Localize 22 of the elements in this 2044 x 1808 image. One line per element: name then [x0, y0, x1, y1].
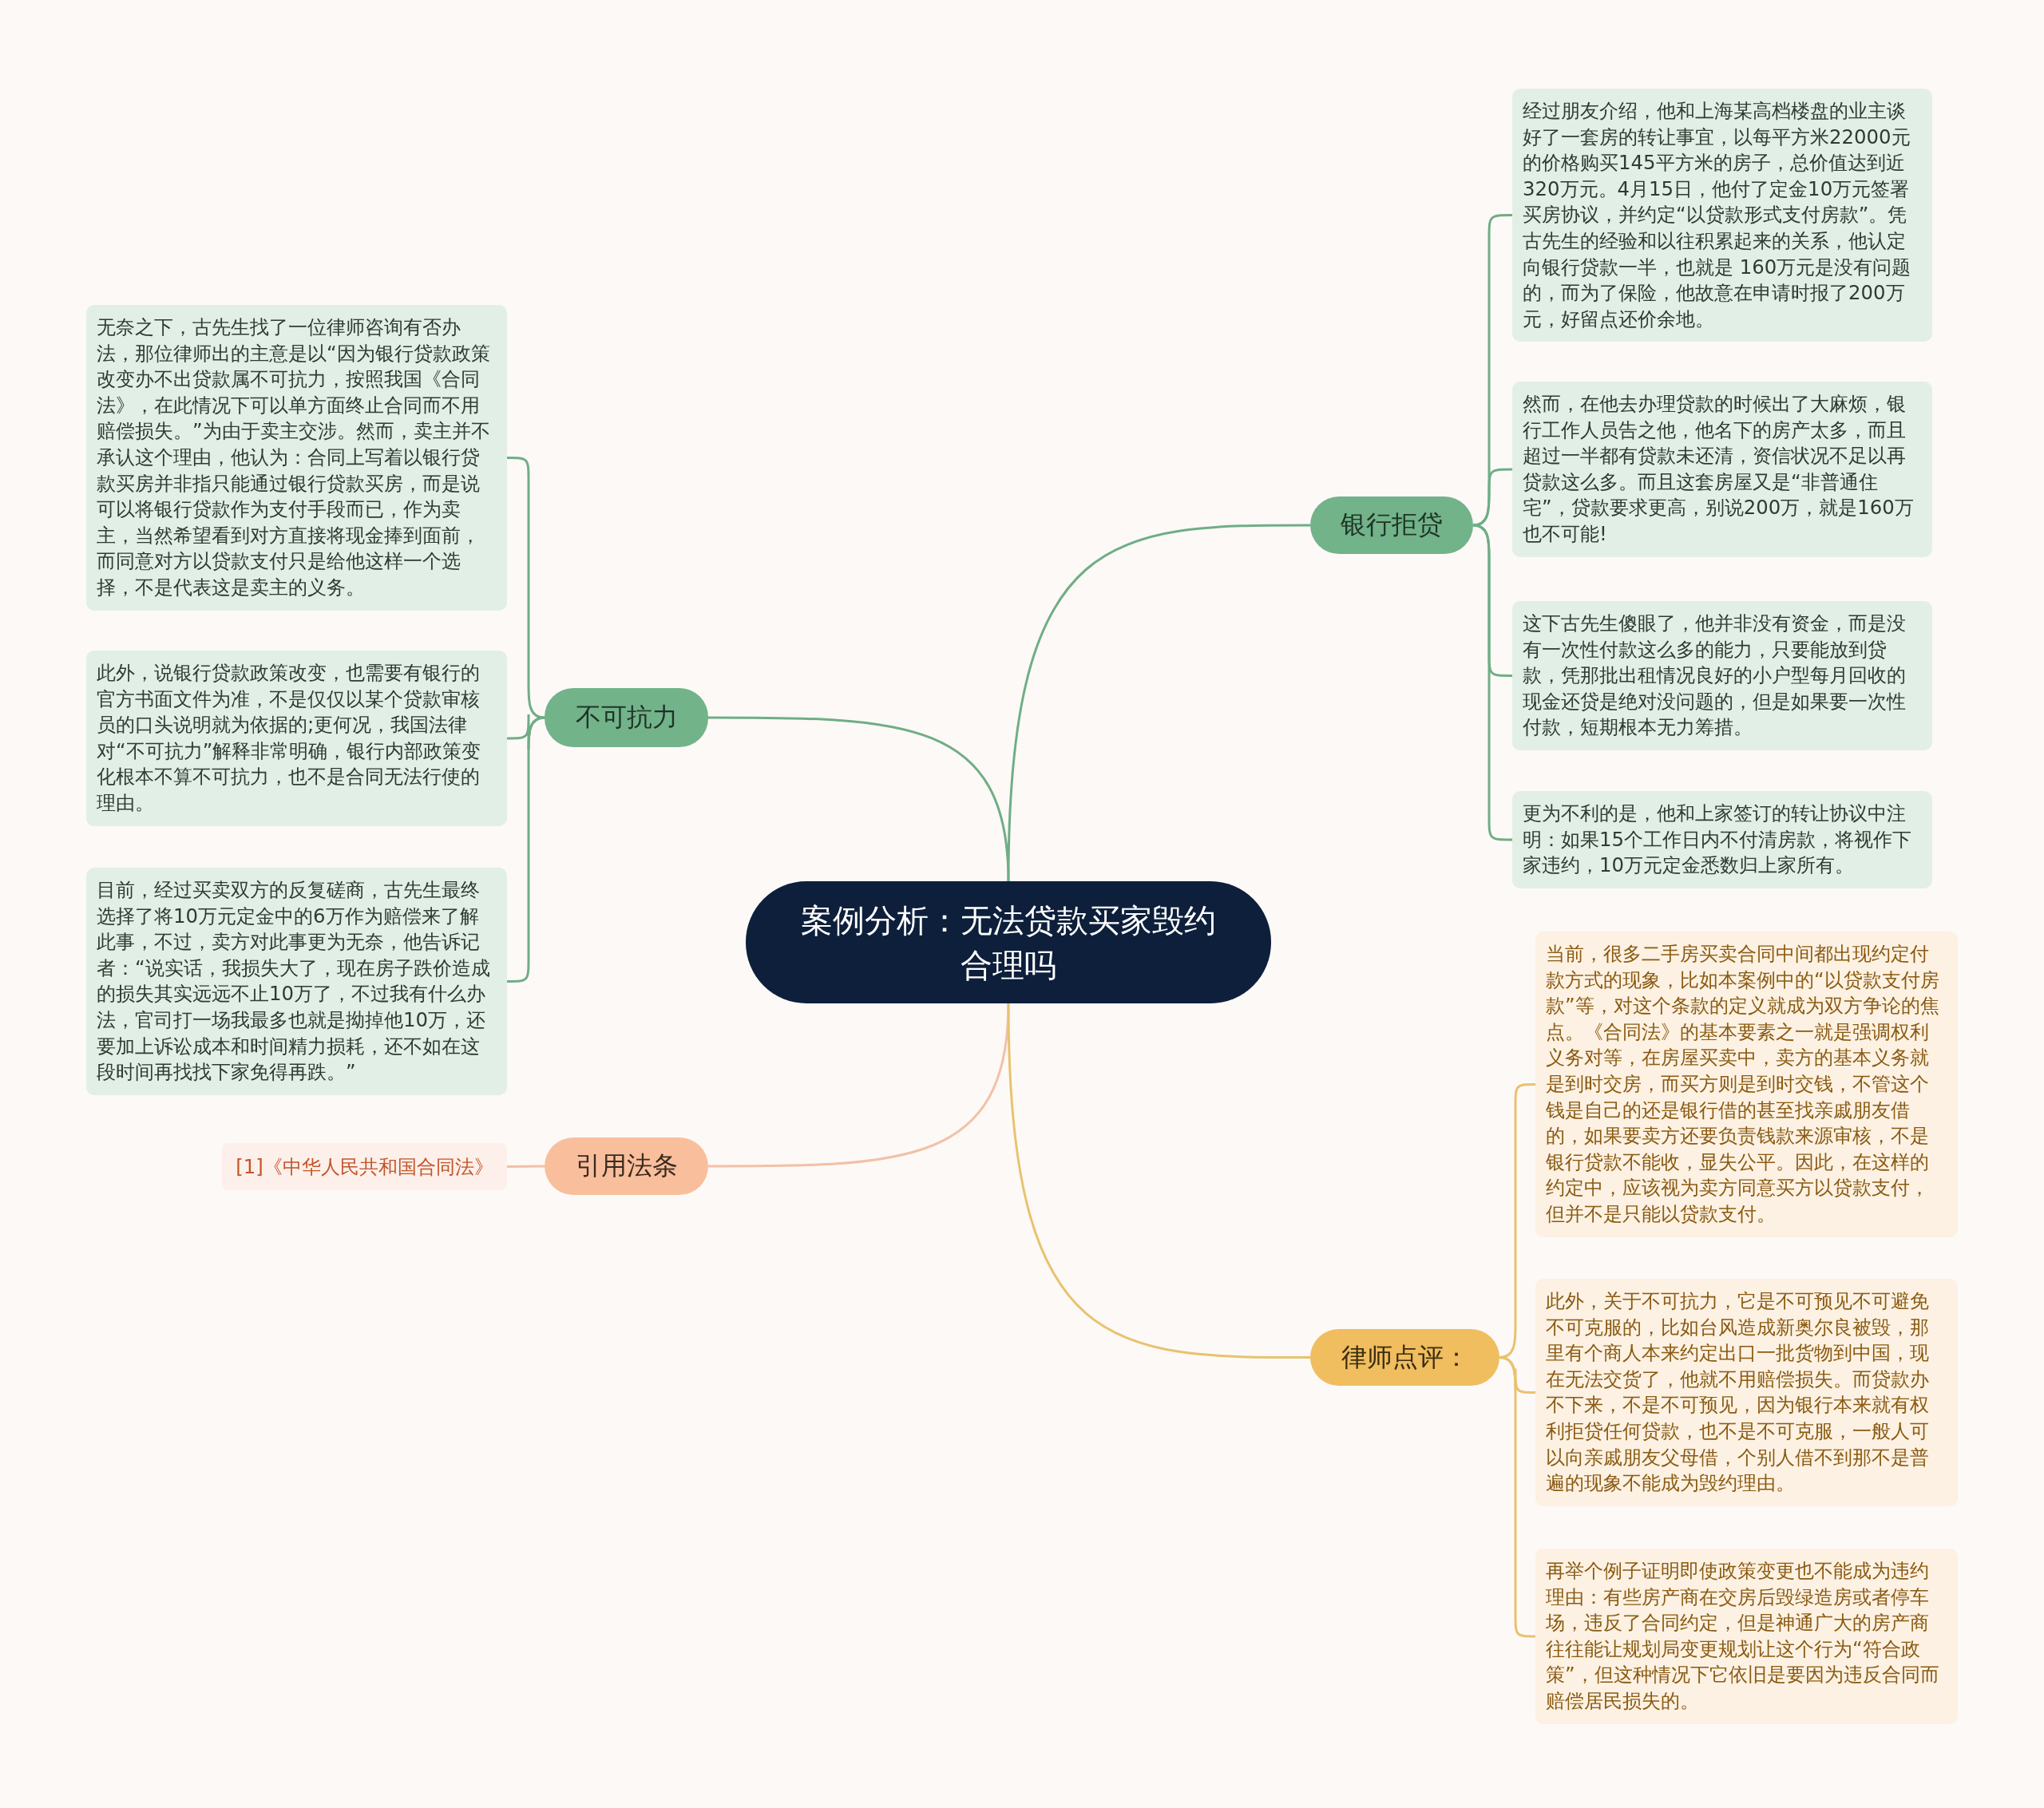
central-topic: 案例分析：无法贷款买家毁约合理吗: [746, 881, 1271, 1003]
text-card: 再举个例子证明即使政策变更也不能成为违约理由：有些房产商在交房后毁绿造房或者停车场，违反了合同约定，但是神通广大的房产商往往能让规划局变更规划让这个行为“符合政策”，但这种情况下它依旧是要因为违反合同而赔偿居民损失的。: [1535, 1549, 1958, 1724]
connector: [1472, 468, 1512, 527]
text-card: 经过朋友介绍，他和上海某高档楼盘的业主谈好了一套房的转让事宜，以每平方米22000元的价格购买145平方米的房子，总价值达到近320万元。4月15日，他付了定金10万元签署买房协议，并约定“以贷款形式支付房款”。凭古先生的经验和以往积累起来的关系，他认定向银行贷款一半，也就是 160万元是没有问题的，而为了保险，他故意在申请时报了200万元，好留点还价余地。: [1512, 89, 1932, 342]
text-card: 当前，很多二手房买卖合同中间都出现约定付款方式的现象，比如本案例中的“以贷款支付房款”等，对这个条款的定义就成为双方争论的焦点。《合同法》的基本要素之一就是强调权利义务对等，在房屋买卖中，卖方的基本义务就是到时交房，而买方则是到时交钱，不管这个钱是自己的还是银行借的甚至找亲戚朋友借的，如果要卖方还要负责钱款来源审核，不是银行贷款不能收，显失公平。因此，在这样的约定中，应该视为卖方同意买方以贷款支付，但并不是只能以贷款支付。: [1535, 932, 1958, 1237]
branch-topic: 银行拒贷: [1310, 497, 1473, 554]
text-card: 此外，关于不可抗力，它是不可预见不可避免不可克服的，比如台风造成新奥尔良被毁，那里有个商人本来约定出口一批货物到中国，现在无法交货了，他就不用赔偿损失。而贷款办不下来，不是不可预见，因为银行本来就有权利拒贷任何贷款，也不是不可克服，一般人可以向亲戚朋友父母借，个别人借不到那不是普遍的现象不能成为毁约理由。: [1535, 1279, 1958, 1506]
connector: [1007, 524, 1310, 882]
connector: [708, 716, 1010, 882]
connector: [708, 1003, 1010, 1168]
branch-topic: 律师点评：: [1310, 1329, 1499, 1386]
branch-topic: 引用法条: [545, 1137, 708, 1195]
text-card: 目前，经过买卖双方的反复磋商，古先生最终选择了将10万元定金中的6万作为赔偿来了解此事，不过，卖方对此事更为无奈，他告诉记者：“说实话，我损失大了，现在房子跌价造成的损失其实远远不止10万了，不过我有什么办法，官司打一场我最多也就是拗掉他10万，还要加上诉讼成本和时间精力损耗，还不如在这段时间再找找下家免得再跌。”: [86, 868, 507, 1095]
text-card: 更为不利的是，他和上家签订的转让协议中注明：如果15个工作日内不付清房款，将视作下家违约，10万元定金悉数归上家所有。: [1512, 791, 1932, 888]
text-card: 此外，说银行贷款政策改变，也需要有银行的官方书面文件为准，不是仅仅以某个贷款审核员的口头说明就为依据的;更何况，我国法律对“不可抗力”解释非常明确，银行内部政策变化根本不算不可抗力，也不是合同无法行使的理由。: [86, 651, 507, 826]
text-card: 然而，在他去办理贷款的时候出了大麻烦，银行工作人员告之他，他名下的房产太多，而且超过一半都有贷款未还清，资信状况不足以再贷款这么多。而且这套房屋又是“非普通住宅”，贷款要求更高，别说200万，就是160万也不可能!: [1512, 382, 1932, 557]
branch-topic: 不可抗力: [545, 688, 708, 747]
connector: [507, 1165, 545, 1168]
text-card: 这下古先生傻眼了，他并非没有资金，而是没有一次性付款这么多的能力，只要能放到贷款，凭那批出租情况良好的小户型每月回收的现金还贷是绝对没问题的，但是如果要一次性付款，短期根本无力筹措。: [1512, 601, 1932, 750]
citation-card: [1]《中华人民共和国合同法》: [222, 1143, 507, 1190]
text-card: 无奈之下，古先生找了一位律师咨询有否办法，那位律师出的主意是以“因为银行贷款政策改变办不出贷款属不可抗力，按照我国《合同法》，在此情况下可以单方面终止合同而不用赔偿损失。”为由于卖主交涉。然而，卖主并不承认这个理由，他认为：合同上写着以银行贷款买房并非指只能通过银行贷款买房，而是说可以将银行贷款作为支付手段而已，作为卖主，当然希望看到对方直接将现金捧到面前，而同意对方以贷款支付只是给他这样一个选择，不是代表这是卖主的义务。: [86, 305, 507, 611]
connector: [1007, 1003, 1310, 1359]
